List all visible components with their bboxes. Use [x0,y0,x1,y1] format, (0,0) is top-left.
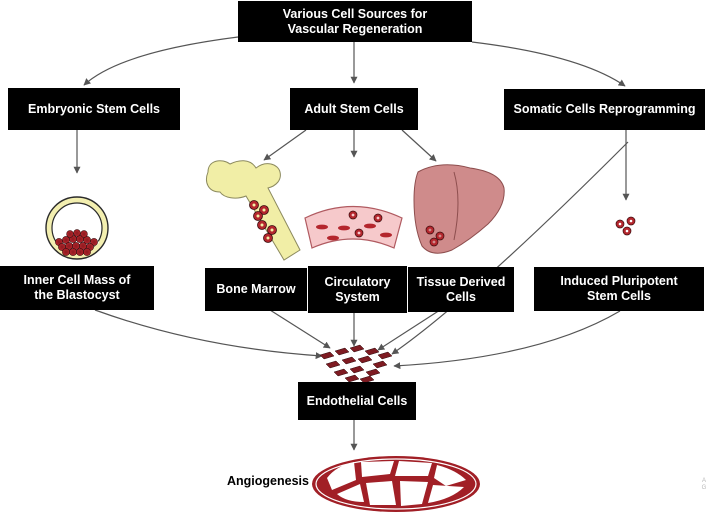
endothelial-cells-box: Endothelial Cells [298,382,416,420]
arrow-bone-marrow-to-endothelial [269,309,331,349]
blood-vessel-illustration [304,205,403,249]
somatic-cells-reprogramming-label: Somatic Cells Reprogramming [513,102,696,116]
arrow-tissue-to-endothelial [377,309,441,351]
title-line-2: Vascular Regeneration [287,21,423,36]
tissue-derived-cells-line-2: Cells [446,289,476,304]
induced-pluripotent-stem-cells-box: Induced Pluripotent Stem Cells [534,267,704,311]
tissue-derived-cells-line-1: Tissue Derived [416,274,506,289]
title-line-1: Various Cell Sources for [282,6,428,21]
embryonic-stem-cells-label: Embryonic Stem Cells [28,101,160,116]
inner-cell-mass-box: Inner Cell Mass of the Blastocyst [0,266,154,310]
adult-stem-cells-box: Adult Stem Cells [290,88,418,130]
watermark-line-2: G [701,485,707,491]
somatic-cells-reprogramming-box: Somatic Cells Reprogramming [504,89,705,130]
arrow-adult-to-tissue [401,129,437,162]
adult-stem-cells-label: Adult Stem Cells [304,101,404,116]
watermark: A G [700,478,708,492]
bone-marrow-label: Bone Marrow [216,282,296,296]
ipsc-line-1: Induced Pluripotent [560,274,678,288]
blastocyst-illustration [45,196,109,260]
angiogenesis-label: Angiogenesis [227,474,309,488]
circulatory-system-line-1: Circulatory [324,274,391,289]
arrow-adult-to-bone [263,129,307,161]
inner-cell-mass-line-1: Inner Cell Mass of [23,273,131,287]
tissue-derived-cells-box: Tissue Derived Cells [408,267,514,312]
inner-cell-mass-line-2: the Blastocyst [34,288,120,302]
tissue-organ-illustration [413,164,505,254]
watermark-line-1: A [701,478,706,484]
endothelial-cells-label: Endothelial Cells [306,393,408,408]
arrow-to-somatic [471,41,626,87]
ipsc-cells-illustration [615,216,636,236]
endothelial-cell-cluster [319,344,393,384]
arrow-to-embryonic [83,36,239,86]
ipsc-line-2: Stem Cells [587,289,651,303]
angiogenesis-vessel-network [312,456,480,512]
bone-marrow-box: Bone Marrow [205,268,307,311]
circulatory-system-line-2: System [335,289,380,304]
bone-illustration [206,160,301,261]
arrow-icm-to-endothelial [94,309,323,360]
title-box: Various Cell Sources for Vascular Regene… [238,1,472,42]
embryonic-stem-cells-box: Embryonic Stem Cells [8,88,180,130]
arrows-categories-to-sources [73,129,630,201]
arrow-ipsc-to-endothelial [393,310,621,370]
circulatory-system-box: Circulatory System [308,266,407,313]
arrows-title-to-categories [83,36,626,87]
